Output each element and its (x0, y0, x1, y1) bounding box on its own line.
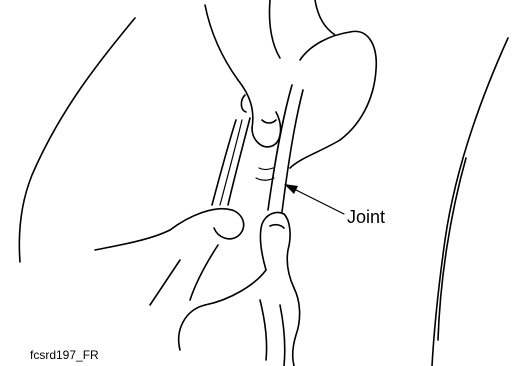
joint-label: Joint (347, 207, 385, 227)
upper-hand (205, 0, 376, 168)
figure-id-label: fcsrd197_FR (30, 348, 99, 362)
joint-callout-arrow (284, 184, 344, 214)
lower-hand (95, 209, 300, 366)
cord-tube (212, 85, 303, 212)
joint-marks (256, 168, 274, 180)
